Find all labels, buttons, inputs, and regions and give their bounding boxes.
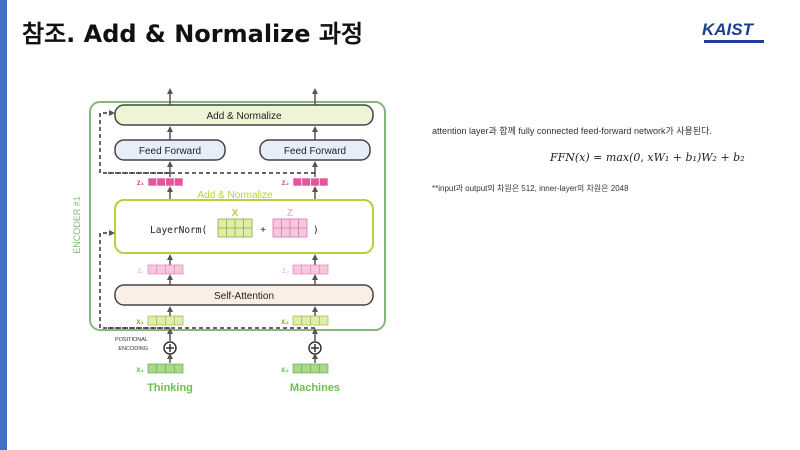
- encoder-diagram: ENCODER #1 Add & Normalize Feed Forward …: [72, 88, 386, 394]
- x2-bottom-vector: [292, 363, 329, 374]
- x2-bottom-label: x₂: [281, 365, 289, 374]
- encoder-box: [89, 101, 386, 331]
- word-machines: Machines: [290, 382, 340, 394]
- close-paren: ): [313, 225, 319, 236]
- z2-output-vector: [292, 177, 329, 187]
- z1-output-label: z₁: [137, 178, 145, 187]
- feed-forward-box-2: [259, 139, 371, 161]
- z-matrix-label: Z: [287, 208, 293, 219]
- word-thinking: Thinking: [147, 382, 193, 394]
- add-normalize-top-box: [114, 104, 374, 126]
- residual-path-3: [99, 110, 170, 174]
- positional-encoding-line2: ENCODING: [118, 346, 148, 352]
- z2-input-label: z₂: [282, 266, 289, 275]
- x1-bottom-vector: [147, 363, 184, 374]
- x-matrix: [217, 218, 253, 238]
- x1-top-label: x₁: [136, 317, 144, 326]
- logo-underline: [704, 40, 764, 43]
- slide-title: 참조. Add & Normalize 과정: [22, 20, 364, 48]
- add-normalize-mid-label: Add & Normalize: [197, 190, 272, 201]
- residual-path-1: [99, 230, 170, 329]
- layernorm-open-text: LayerNorm(: [150, 225, 207, 236]
- positional-encoding-line1: POSITIONAL: [115, 337, 148, 343]
- description-text: attention layer과 함께 fully connected feed…: [432, 126, 712, 136]
- feed-forward-label-2: Feed Forward: [284, 146, 346, 157]
- dimension-note: **input과 output의 차원은 512, inner-layer의 차…: [432, 184, 629, 193]
- z2-output-label: z₂: [281, 178, 289, 187]
- self-attention-box: [114, 284, 374, 306]
- feed-forward-box-1: [114, 139, 226, 161]
- x2-top-label: x₂: [281, 317, 289, 326]
- z1-output-vector: [147, 177, 184, 187]
- z1-input-label: z₁: [137, 266, 144, 275]
- z2-input-vector: [292, 264, 329, 275]
- left-accent-bar: [0, 0, 7, 450]
- encoder-label: ENCODER #1: [72, 196, 82, 254]
- z-matrix: [272, 218, 308, 238]
- ffn-formula: FFN(x) = max(0, xW₁ + b₁)W₂ + b₂: [550, 151, 745, 164]
- x-matrix-label: X: [232, 208, 239, 219]
- z1-input-vector: [147, 264, 184, 275]
- x1-bottom-label: x₁: [136, 365, 144, 374]
- feed-forward-label-1: Feed Forward: [139, 146, 201, 157]
- x2-top-vector: [292, 315, 329, 326]
- self-attention-label: Self-Attention: [214, 291, 274, 302]
- plus-sign: +: [260, 225, 266, 236]
- kaist-logo: KAIST: [702, 20, 753, 39]
- x1-top-vector: [147, 315, 184, 326]
- add-normalize-top-label: Add & Normalize: [206, 111, 281, 122]
- plus-circle-icon-2: [308, 341, 322, 355]
- plus-circle-icon: [163, 341, 177, 355]
